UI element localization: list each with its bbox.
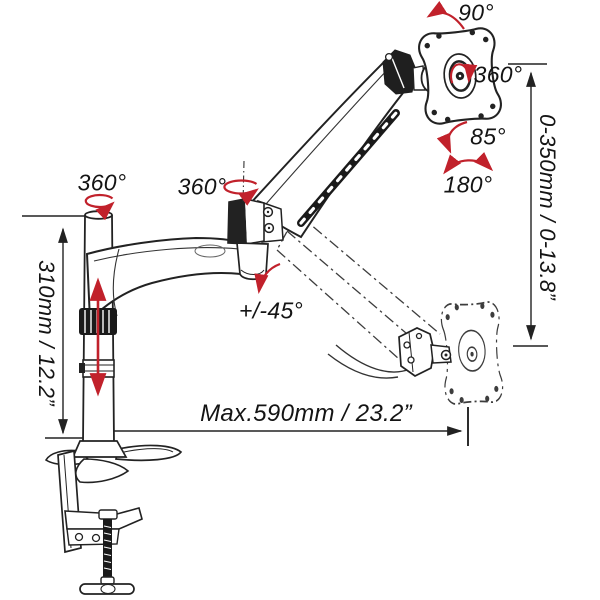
label-height-range: 0-350mm / 0-13.8” [535, 113, 560, 301]
tilt-85-arrow-icon [436, 120, 468, 154]
vesa-plate-holes [424, 29, 496, 123]
label-arm-swivel-360: 360° [177, 173, 227, 200]
jaw-hole [91, 533, 101, 543]
swivel-axis-line [242, 160, 245, 205]
label-vesa-swivel-360: 360° [473, 61, 523, 88]
arm-tilt-45-arrow-icon [254, 262, 281, 294]
pole-top-cap [84, 210, 113, 220]
base-front-foot [75, 458, 130, 484]
phantom-arm-edge-3 [276, 249, 409, 368]
label-vesa-span-180: 180° [443, 171, 493, 198]
label-max-reach: Max.590mm / 23.2” [200, 400, 412, 427]
vesa-plate-upper [416, 25, 504, 127]
phantom-vesa-plate [439, 300, 505, 406]
swivel-360-rotation-arrow-icon [450, 63, 478, 84]
label-pole-swivel-360: 360° [77, 169, 127, 196]
label-pole-height: 310mm / 12.2” [34, 260, 59, 406]
screw-nut [98, 509, 118, 520]
lowered-head-joint [398, 327, 452, 377]
phantom-arm-edge-1 [296, 212, 441, 335]
pole-swivel-rotation-icon [84, 193, 115, 221]
label-arm-tilt-45: +/-45° [238, 297, 304, 324]
dimension-lines [22, 63, 548, 446]
red-motion-arrows [84, 0, 494, 397]
phantom-arm-edge-2 [286, 230, 428, 352]
pole-foot [71, 440, 128, 458]
desk-clamp-base [44, 440, 183, 595]
arm-swivel-rotation-icon [223, 179, 259, 206]
phantom-plate-boss [458, 329, 486, 372]
clamp-screw-rod [103, 519, 112, 578]
screw-collar [100, 576, 115, 585]
label-vesa-tilt-85: 85° [470, 123, 506, 150]
elbow-swivel-cap [236, 242, 269, 281]
phantom-arm-solid-end [327, 344, 411, 379]
base-right-arm [114, 444, 183, 462]
span-180-arrow-icon [443, 152, 494, 175]
rotate-90-arrow-icon [426, 0, 465, 30]
label-vesa-rotate-90: 90° [458, 0, 494, 26]
arm-platform-detail [194, 244, 226, 258]
jaw-hole [74, 532, 84, 542]
phantom-plate-holes [445, 302, 499, 404]
